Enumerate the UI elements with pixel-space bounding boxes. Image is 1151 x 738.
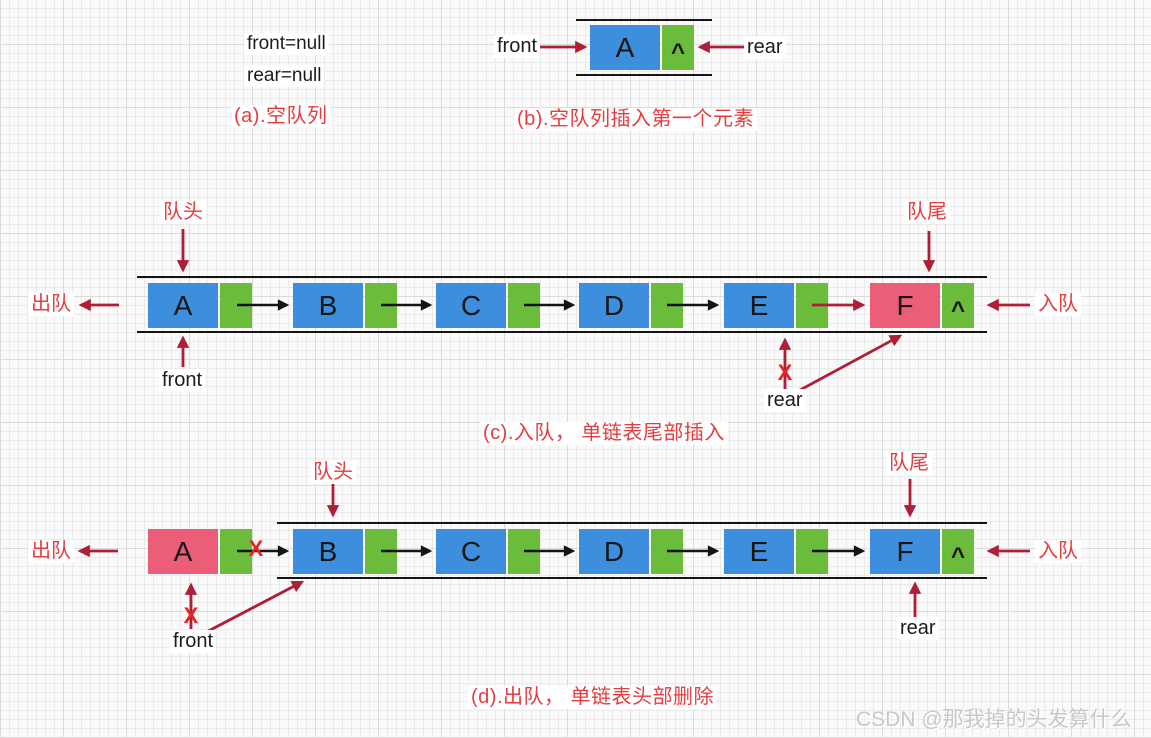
node-value: D [603,289,625,321]
node-data-cell: A [148,283,218,328]
label-d-dequeue: 出队 [28,540,74,563]
label-b-front: front [494,35,541,58]
queue-c-node-d: D [579,283,683,328]
caption-c: (c).入队， 单链表尾部插入 [480,422,728,445]
rail-c-bottom [137,331,987,333]
rail-b-bottom [576,74,712,76]
label-c-queue-head: 队头 [160,201,206,224]
x-mark-c-old-rear: X [777,360,793,385]
rail-d-bottom [277,577,987,579]
node-data-cell: F [870,283,940,328]
node-b-a: A ^ [590,25,694,70]
node-pointer-cell: ^ [942,529,974,574]
node-data-cell: F [870,529,940,574]
queue-c-node-f-new: F ^ [870,283,974,328]
node-data-cell: D [579,283,649,328]
label-d-front: front [170,630,217,653]
node-value: E [749,289,769,321]
node-pointer-cell [796,529,828,574]
node-data-cell: B [293,529,363,574]
node-value: B [318,289,338,321]
node-value: C [460,535,482,567]
node-value: A [615,31,635,63]
label-d-rear: rear [897,617,939,640]
queue-d-node-e: E [724,529,828,574]
label-c-enqueue: 入队 [1035,293,1081,316]
node-pointer: ^ [670,38,685,66]
label-d-queue-head: 队头 [310,461,356,484]
arrow-d-front-new-diagonal [196,580,305,639]
label-c-dequeue: 出队 [28,293,74,316]
node-data-cell: B [293,283,363,328]
node-value: F [896,289,914,321]
node-pointer-cell [365,529,397,574]
node-data-cell: C [436,283,506,328]
queue-d-node-a-removed: A [148,529,252,574]
queue-c-node-a: A [148,283,252,328]
node-b-a-data-cell: A [590,25,660,70]
rear-null-text: rear=null [244,65,325,87]
node-data-cell: A [148,529,218,574]
queue-c-node-b: B [293,283,397,328]
node-data-cell: E [724,529,794,574]
rail-d-top [277,522,987,524]
node-pointer: ^ [950,542,965,570]
front-null-text: front=null [244,33,329,55]
node-pointer-cell [651,283,683,328]
queue-c-node-e: E [724,283,828,328]
node-value: F [896,535,914,567]
x-mark-d-cut-link: X [248,536,264,561]
node-pointer-cell [796,283,828,328]
arrow-c-rear-new-diagonal [788,334,903,398]
label-c-rear: rear [764,389,806,412]
rail-c-top [137,276,987,278]
label-c-front: front [159,369,206,392]
caption-d: (d).出队， 单链表头部删除 [468,686,718,709]
queue-d-node-c: C [436,529,540,574]
node-pointer-cell [220,529,252,574]
node-value: D [603,535,625,567]
node-pointer-cell: ^ [942,283,974,328]
node-value: C [460,289,482,321]
label-c-queue-tail: 队尾 [904,201,950,224]
node-value: A [173,289,193,321]
label-b-rear: rear [744,36,786,59]
node-pointer-cell [508,283,540,328]
node-value: A [173,535,193,567]
node-pointer-cell [651,529,683,574]
node-data-cell: C [436,529,506,574]
queue-d-node-f: F ^ [870,529,974,574]
node-data-cell: E [724,283,794,328]
label-d-enqueue: 入队 [1035,540,1081,563]
queue-d-node-b: B [293,529,397,574]
node-data-cell: D [579,529,649,574]
node-value: B [318,535,338,567]
caption-a: (a).空队列 [231,105,331,128]
caption-b: (b).空队列插入第一个元素 [514,108,757,131]
node-pointer-cell [220,283,252,328]
node-value: E [749,535,769,567]
rail-b-top [576,19,712,21]
label-d-queue-tail: 队尾 [886,452,932,475]
node-pointer-cell [508,529,540,574]
node-b-a-pointer-cell: ^ [662,25,694,70]
node-pointer: ^ [950,296,965,324]
queue-d-node-d: D [579,529,683,574]
x-mark-d-old-front: X [183,603,199,628]
node-pointer-cell [365,283,397,328]
queue-c-node-c: C [436,283,540,328]
watermark: CSDN @那我掉的头发算什么 [856,708,1132,731]
